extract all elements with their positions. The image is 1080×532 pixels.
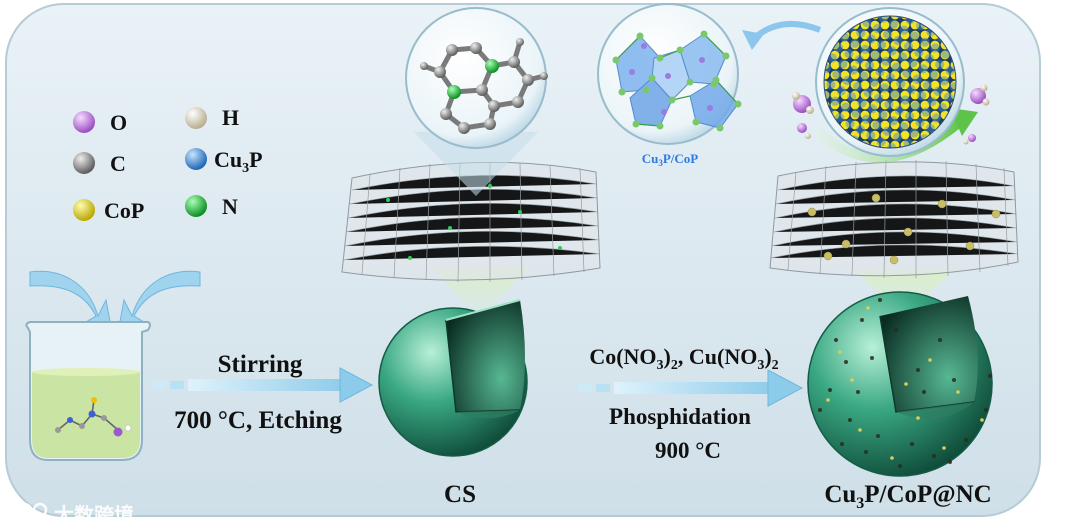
- particle-bubble: [815, 7, 965, 157]
- watermark-text: 大数跨境: [54, 503, 134, 527]
- product-sphere: [807, 291, 993, 477]
- legend-swatch-h: [185, 107, 207, 129]
- legend-label-n: N: [222, 194, 238, 219]
- beaker-atom: [88, 410, 96, 418]
- legend-swatch-cu3p: [185, 148, 207, 170]
- crystal-bubble: [597, 3, 742, 145]
- legend-swatch-n: [185, 195, 207, 217]
- step1-bottom-label: 700 °C, Etching: [174, 407, 342, 434]
- crystal-label: Cu3P/CoP: [642, 151, 699, 168]
- beaker-liquid: [32, 372, 140, 458]
- step2-bottom-label: 900 °C: [655, 438, 721, 463]
- step2-middle-label: Phosphidation: [609, 404, 751, 429]
- legend-label-cu3p: Cu3P: [214, 147, 263, 176]
- legend-swatch-o: [73, 111, 95, 133]
- product-label: Cu3P/CoP@NC: [824, 481, 991, 512]
- cs-sphere: [378, 299, 528, 457]
- legend-swatch-c: [73, 152, 95, 174]
- curved-arrow-head: [742, 30, 764, 50]
- legend-label-c: C: [110, 151, 126, 176]
- beaker-atom: [113, 427, 123, 437]
- beaker-atom: [101, 415, 107, 421]
- cs-molecule-bubble: [405, 7, 548, 196]
- legend-swatch-cop: [73, 199, 95, 221]
- beaker: [25, 270, 201, 461]
- legend-label-cop: CoP: [104, 198, 144, 223]
- step2-top-label: Co(NO3)2, Cu(NO3)2: [589, 344, 778, 373]
- arrow-step2: [578, 369, 804, 407]
- watermark-logo-icon: [14, 502, 34, 522]
- legend: O H C Cu3P CoP N: [73, 105, 263, 223]
- step1-top-label: Stirring: [218, 351, 303, 378]
- beaker-atom: [124, 424, 132, 432]
- liquid-surface: [32, 368, 140, 376]
- beaker-atom: [79, 423, 85, 429]
- legend-label-o: O: [110, 110, 127, 135]
- cs-label: CS: [444, 481, 476, 508]
- beaker-atom: [67, 417, 73, 423]
- water-molecules: [792, 84, 990, 145]
- carbon-sheet-cs: [341, 161, 601, 283]
- beaker-atom: [91, 397, 97, 403]
- beaker-atom: [55, 427, 61, 433]
- carbon-sheet-product: [769, 159, 1019, 279]
- watermark: 大数跨境: [14, 502, 134, 527]
- arrow-step1: [152, 367, 374, 403]
- legend-label-h: H: [222, 105, 239, 130]
